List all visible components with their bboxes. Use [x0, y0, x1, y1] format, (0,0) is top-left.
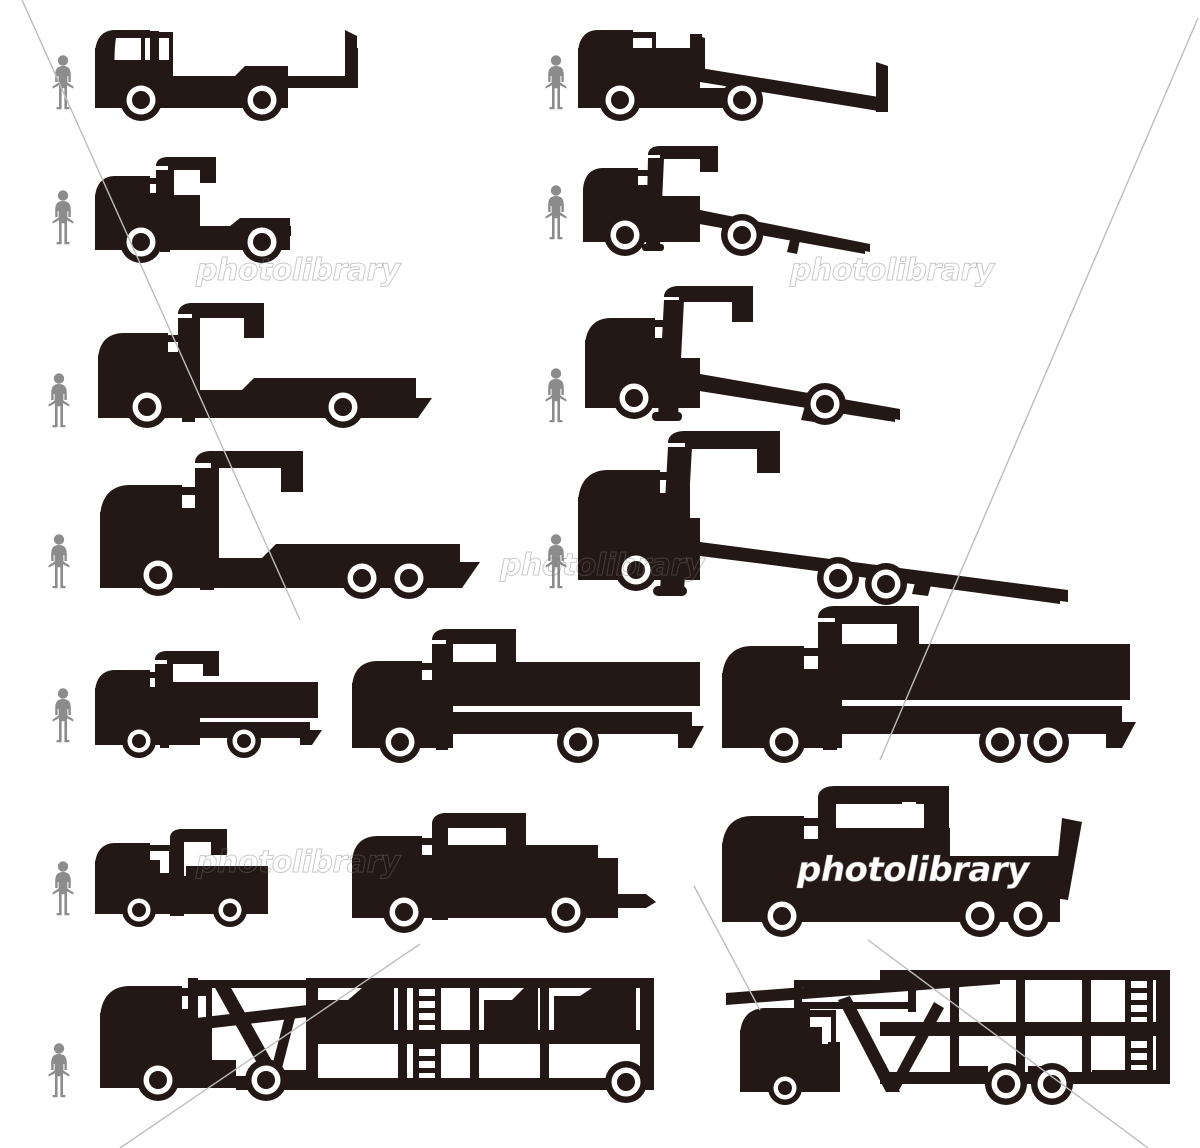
truck-medium-crane-cargo-truck [352, 629, 704, 763]
row-6-group [52, 786, 1082, 937]
human-scale-figure [48, 373, 70, 428]
row-1-group [52, 30, 888, 121]
wheel [122, 724, 156, 758]
wheel [213, 893, 247, 927]
truck-medium-crane-carrier-level [48, 303, 432, 428]
truck-large-crane-carrier-tilted [545, 431, 1068, 605]
wheel [615, 549, 657, 591]
wheel [126, 386, 168, 428]
wheel [613, 377, 655, 419]
truck-double-deck-car-transporter-trailer [726, 970, 1170, 1105]
wheel [721, 79, 763, 121]
human-scale-figure [48, 1043, 70, 1098]
wheel [985, 1063, 1027, 1105]
human-scale-figure [52, 190, 74, 245]
wheel [545, 891, 587, 933]
human-scale-figure [52, 688, 74, 743]
human-scale-figure [545, 55, 567, 110]
wheel [979, 721, 1021, 763]
truck-small-crane-carrier-level [52, 157, 291, 263]
truck-heavy-wrecker-tow-truck [722, 786, 1082, 937]
truck-small-crane-cargo-truck [52, 651, 322, 758]
wheel [227, 724, 261, 758]
wheel [959, 895, 1001, 937]
wheel [120, 79, 162, 121]
row-4-group [48, 431, 1068, 605]
truck-flatbed-truck-level-deck [52, 30, 358, 121]
human-scale-figure [52, 55, 74, 110]
human-scale-figure [545, 534, 567, 589]
truck-large-crane-cargo-truck [722, 606, 1136, 763]
truck-medium-crane-carrier-tilted [545, 286, 900, 425]
wheel [322, 386, 364, 428]
human-scale-figure [48, 534, 70, 589]
wheel [817, 557, 859, 599]
wheel [341, 557, 383, 599]
wheel [721, 214, 763, 256]
row-3-group [48, 286, 900, 428]
wheel [557, 721, 599, 763]
truck-large-crane-carrier-level [48, 451, 480, 599]
wheel [1007, 895, 1049, 937]
wheel [599, 79, 641, 121]
row-7-group [48, 970, 1170, 1105]
wheel [122, 893, 156, 927]
row-5-group [52, 606, 1136, 763]
wheel [763, 721, 805, 763]
wheel [768, 1071, 802, 1105]
wheel [241, 221, 283, 263]
truck-small-crane-carrier-tilted [545, 146, 870, 256]
wheel [137, 554, 179, 596]
wheel [804, 383, 846, 425]
truck-medium-wrecker-tow-truck [352, 813, 656, 933]
human-scale-figure [545, 185, 567, 240]
human-scale-figure [545, 368, 567, 423]
truck-small-wrecker-tow-truck [52, 829, 268, 927]
wheel [761, 895, 803, 937]
wheel [383, 891, 425, 933]
truck-flatbed-truck-tilted-deck [545, 30, 888, 121]
truck-double-deck-car-transporter [48, 978, 654, 1103]
row-2-group [52, 146, 870, 263]
wheel [1027, 721, 1069, 763]
wheel [388, 557, 430, 599]
human-scale-figure [52, 861, 74, 916]
wheel [137, 1059, 179, 1101]
wheel [245, 1059, 287, 1101]
wheel [241, 79, 283, 121]
wheel [604, 214, 646, 256]
wheel [605, 1061, 647, 1103]
wheel [120, 221, 162, 263]
wheel [379, 721, 421, 763]
wheel [1031, 1063, 1073, 1105]
wheel [865, 563, 907, 605]
